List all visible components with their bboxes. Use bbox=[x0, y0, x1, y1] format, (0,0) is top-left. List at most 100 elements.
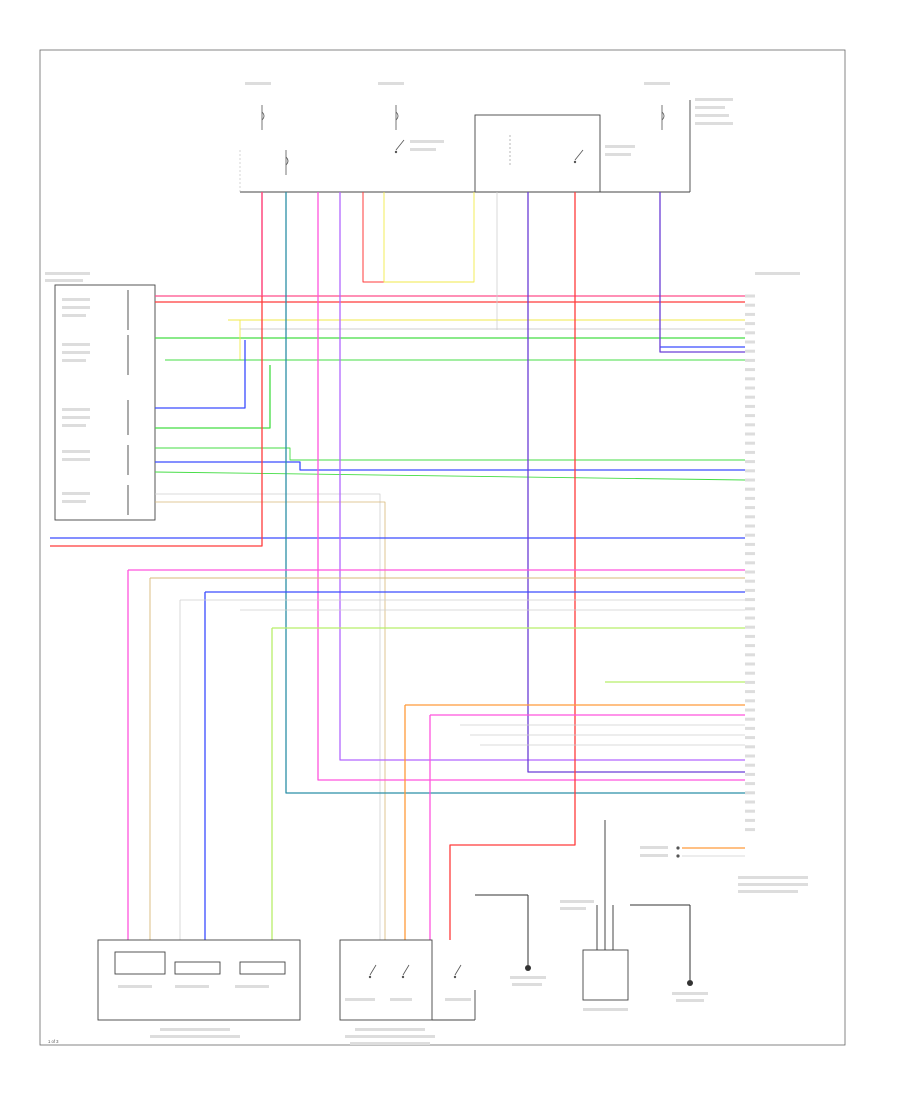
module-block-3 bbox=[62, 400, 129, 435]
connector-pin bbox=[745, 588, 755, 592]
relay-switch-icon bbox=[453, 964, 462, 979]
diagram-frame bbox=[39, 49, 846, 1046]
connector-pin bbox=[745, 754, 755, 758]
connector-pin bbox=[745, 441, 755, 445]
connector-pin bbox=[745, 653, 755, 657]
connector-pin bbox=[745, 699, 755, 703]
relay-switch-icon bbox=[401, 964, 410, 979]
sensor-connector bbox=[640, 846, 808, 893]
connector-pin bbox=[745, 487, 755, 491]
connector-pin bbox=[745, 496, 755, 500]
connector-pin bbox=[745, 745, 755, 749]
right-connector bbox=[745, 272, 800, 832]
climate-control-module bbox=[339, 939, 476, 1045]
relay-switch-icon bbox=[394, 139, 405, 154]
wire bbox=[317, 192, 745, 781]
relay-switch-icon bbox=[368, 964, 377, 979]
connector-pin bbox=[745, 542, 755, 546]
connector-pin bbox=[745, 791, 755, 795]
connector-pin bbox=[745, 708, 755, 712]
wire bbox=[155, 493, 381, 940]
connector-pin bbox=[745, 671, 755, 675]
wire bbox=[50, 192, 263, 547]
top-fuse-box bbox=[239, 82, 733, 193]
connector-pin bbox=[745, 312, 755, 316]
connector-pin bbox=[745, 763, 755, 767]
wire bbox=[155, 501, 386, 940]
connector-pin bbox=[745, 644, 755, 648]
connector-pin bbox=[745, 303, 755, 307]
connector-pin bbox=[745, 680, 755, 684]
connector-pin bbox=[745, 432, 755, 436]
connector-pin bbox=[745, 469, 755, 473]
connector-pin bbox=[745, 414, 755, 418]
fuse-icon bbox=[395, 105, 399, 130]
connector-pin bbox=[745, 331, 755, 335]
connector-pin bbox=[745, 579, 755, 583]
connector-pin bbox=[745, 800, 755, 804]
module-block-4 bbox=[62, 445, 129, 475]
wire bbox=[362, 192, 384, 283]
ground-connector-b bbox=[630, 904, 708, 1002]
connector-pin bbox=[745, 515, 755, 519]
connector-pin bbox=[745, 782, 755, 786]
connector-pin bbox=[745, 386, 755, 390]
connector-pin bbox=[745, 570, 755, 574]
connector-pin bbox=[745, 404, 755, 408]
connector-pin bbox=[745, 506, 755, 510]
wire bbox=[527, 192, 745, 773]
connector-pin bbox=[745, 478, 755, 482]
connector-pin bbox=[745, 634, 755, 638]
fuse-icon bbox=[261, 105, 265, 130]
connector-pin bbox=[745, 395, 755, 399]
connector-pin bbox=[745, 423, 755, 427]
connector-pin bbox=[745, 460, 755, 464]
module-block-2 bbox=[62, 335, 129, 375]
connector-pin bbox=[745, 828, 755, 832]
connector-pin bbox=[745, 561, 755, 565]
connector-pin bbox=[745, 377, 755, 381]
connector-pin bbox=[745, 322, 755, 326]
connector-pin bbox=[745, 616, 755, 620]
connector-pin bbox=[745, 598, 755, 602]
connector-pin bbox=[745, 450, 755, 454]
wire bbox=[155, 461, 745, 471]
wire bbox=[339, 192, 745, 761]
connector-pin bbox=[745, 625, 755, 629]
connector-pin bbox=[745, 818, 755, 822]
connector-pin bbox=[745, 662, 755, 666]
page-marker: 1 of 3 bbox=[48, 1039, 59, 1044]
fuse-icon bbox=[661, 105, 665, 130]
connector-pin bbox=[745, 607, 755, 611]
connector-pin bbox=[745, 690, 755, 694]
connector-pin bbox=[745, 552, 755, 556]
ground-connector-a bbox=[475, 894, 546, 986]
wire bbox=[154, 471, 746, 481]
connector-pin bbox=[745, 736, 755, 740]
seat-heater-module bbox=[97, 939, 301, 1038]
wire bbox=[659, 192, 745, 353]
ground-icon bbox=[687, 980, 693, 986]
wire-harness bbox=[50, 192, 746, 940]
wire bbox=[449, 192, 576, 940]
relay-switch-icon bbox=[573, 149, 584, 164]
ground-icon bbox=[525, 965, 531, 971]
control-switch-unit bbox=[560, 820, 629, 1011]
connector-pin bbox=[745, 772, 755, 776]
connector-pin bbox=[745, 349, 755, 353]
connector-pin bbox=[745, 717, 755, 721]
connector-pin bbox=[745, 524, 755, 528]
connector-pin bbox=[745, 358, 755, 362]
wire bbox=[383, 192, 475, 283]
connector-pin bbox=[745, 368, 755, 372]
connector-pin bbox=[745, 726, 755, 730]
module-block-1 bbox=[62, 290, 129, 330]
wire bbox=[155, 340, 246, 409]
fuse-icon bbox=[285, 150, 289, 175]
connector-pin bbox=[745, 294, 755, 298]
connector-pin bbox=[745, 809, 755, 813]
wire bbox=[165, 320, 241, 361]
connector-pin bbox=[745, 533, 755, 537]
left-module bbox=[45, 272, 156, 521]
